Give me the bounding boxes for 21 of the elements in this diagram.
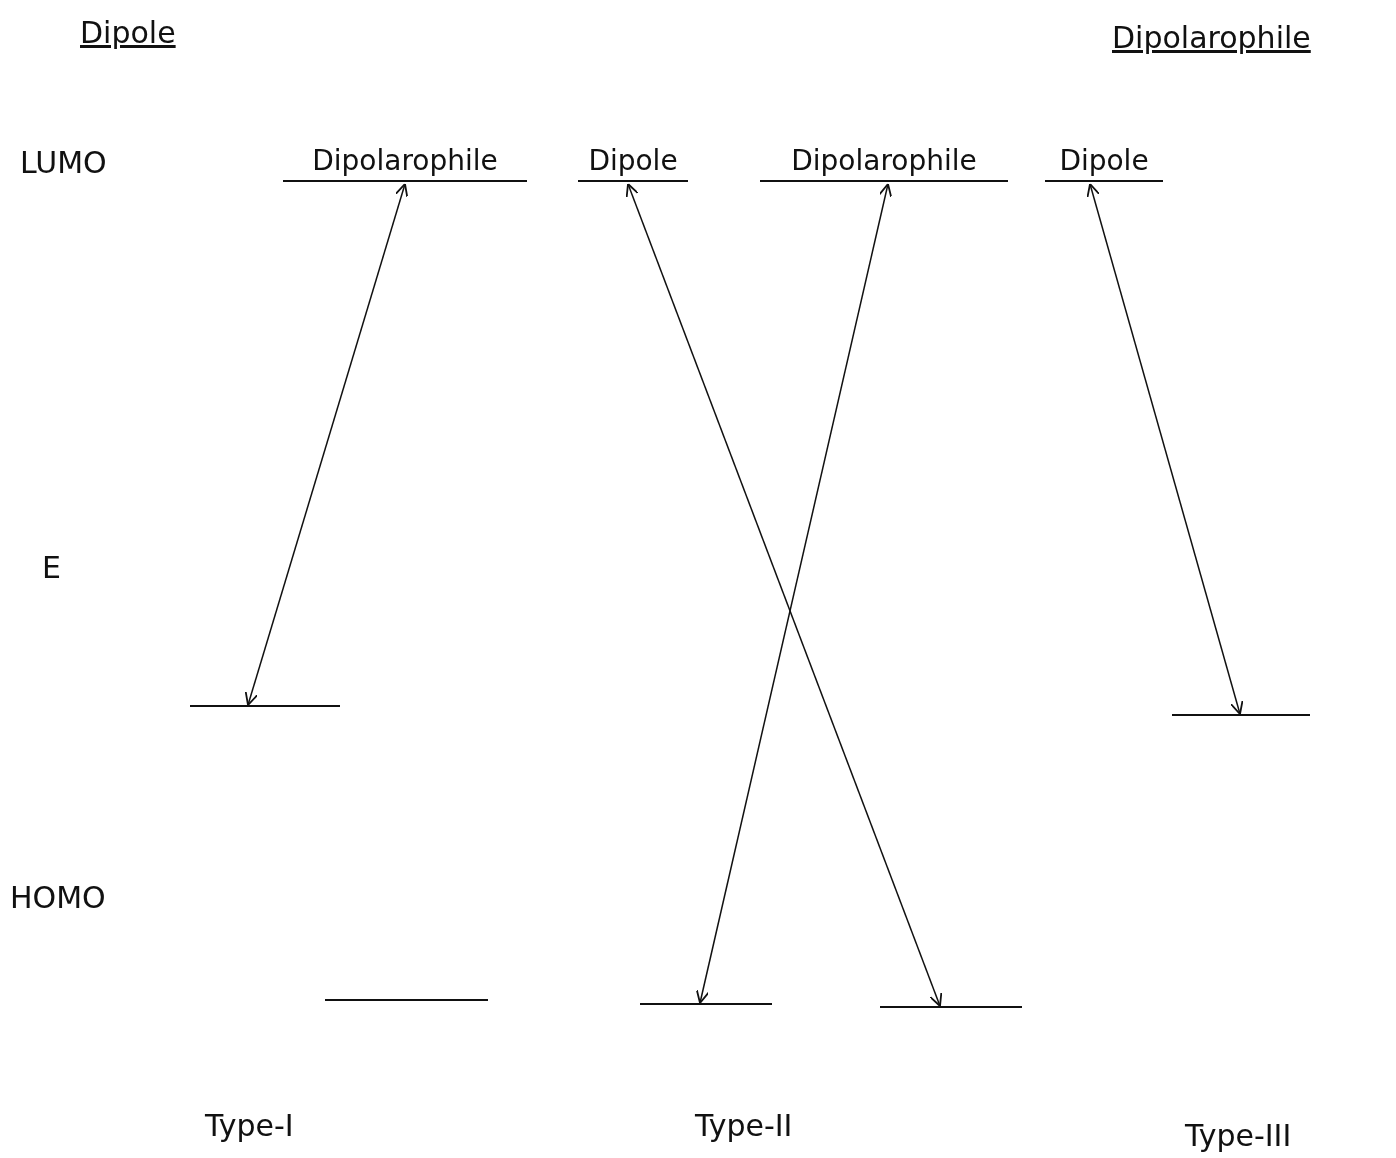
axis-label: HOMO [10,880,106,915]
energy-level: Dipole [578,145,688,182]
axis-label: Type-I [205,1108,294,1143]
energy-level-line [1172,714,1310,716]
energy-level-line [190,705,340,707]
double-headed-arrow [1086,183,1244,715]
energy-level: Dipolarophile [760,145,1008,182]
axis-label: LUMO [20,145,107,180]
axis-label: Type-III [1185,1118,1292,1153]
energy-level-line [640,1003,772,1005]
column-heading: Dipolarophile [1112,20,1311,55]
energy-level-line [880,1006,1022,1008]
energy-level: Dipole [1045,145,1163,182]
axis-label: Type-II [695,1108,793,1143]
energy-level-line [325,999,488,1001]
double-headed-arrow [695,183,893,1004]
column-heading: Dipole [80,15,176,50]
energy-level: Dipolarophile [283,145,527,182]
double-headed-arrow [244,183,409,706]
double-headed-arrow [625,183,943,1007]
axis-label: E [42,550,61,585]
